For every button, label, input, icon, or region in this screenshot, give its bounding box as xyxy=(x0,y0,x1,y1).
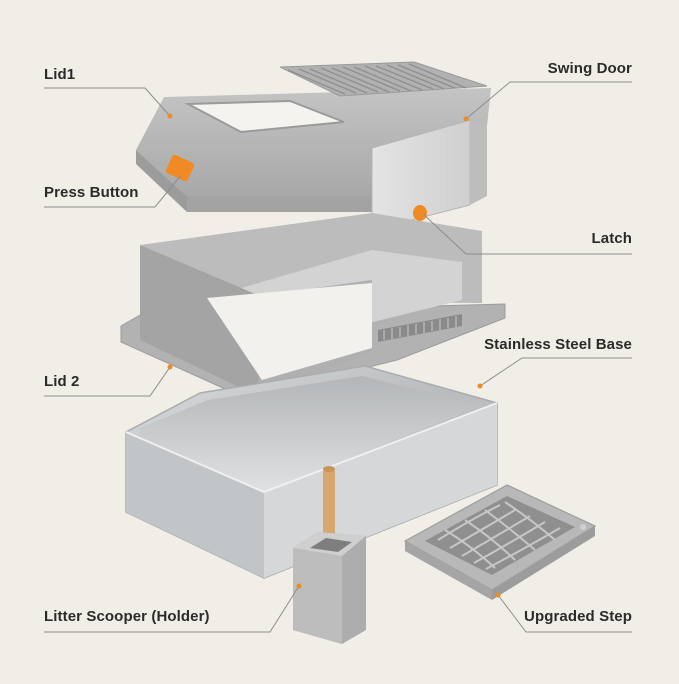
upgraded-step-pattern xyxy=(437,501,561,570)
label-lid1: Lid1 xyxy=(44,66,76,83)
lid1-grate-ribs xyxy=(287,63,467,95)
callout-dots xyxy=(167,113,501,598)
lid2-part xyxy=(120,213,506,399)
label-litter-scooper: Litter Scooper (Holder) xyxy=(44,608,210,625)
label-latch: Latch xyxy=(591,230,632,247)
litter-scooper-part xyxy=(293,466,366,644)
label-lid2: Lid 2 xyxy=(44,373,80,390)
press-button-part xyxy=(165,154,195,182)
lid2-grate-slots xyxy=(383,316,457,340)
label-swing-door: Swing Door xyxy=(547,60,632,77)
lid1-part xyxy=(136,61,491,231)
stainless-base-part xyxy=(125,365,498,579)
label-stainless-base: Stainless Steel Base xyxy=(484,336,632,353)
leader-lines xyxy=(44,81,632,633)
label-upgraded-step: Upgraded Step xyxy=(524,608,632,625)
label-press-button: Press Button xyxy=(44,184,139,201)
